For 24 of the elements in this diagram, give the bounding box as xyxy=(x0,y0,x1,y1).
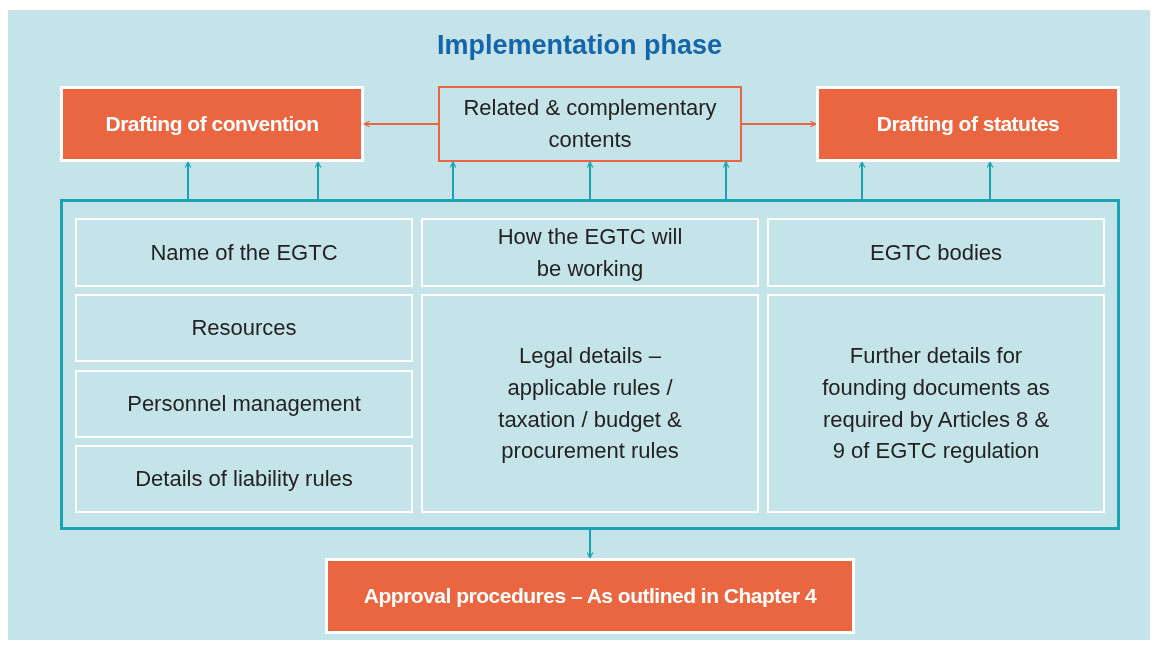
topic-box: Further details for founding documents as required by Articles 8 & 9 of EGTC regulation xyxy=(767,294,1105,513)
content-box: Related & complementary contents xyxy=(438,86,742,162)
topic-box: Personnel management xyxy=(75,370,413,438)
topic-box: Name of the EGTC xyxy=(75,218,413,287)
topic-box: How the EGTC will be working xyxy=(421,218,759,287)
arrow xyxy=(586,161,594,200)
process-box: Drafting of statutes xyxy=(816,86,1120,162)
topic-box: EGTC bodies xyxy=(767,218,1105,287)
arrow xyxy=(986,161,994,200)
arrow xyxy=(314,161,322,200)
arrow xyxy=(858,161,866,200)
group-frame xyxy=(60,199,1120,530)
arrow xyxy=(184,161,192,200)
arrow xyxy=(363,120,439,128)
topic-box: Legal details – applicable rules / taxation / budget & procurement rules xyxy=(421,294,759,513)
diagram-title: Implementation phase xyxy=(435,30,724,61)
process-box: Drafting of convention xyxy=(60,86,364,162)
arrow xyxy=(586,529,594,559)
arrow xyxy=(741,120,817,128)
topic-box: Details of liability rules xyxy=(75,445,413,513)
arrow xyxy=(722,161,730,200)
arrow xyxy=(449,161,457,200)
topic-box: Resources xyxy=(75,294,413,362)
process-box: Approval procedures – As outlined in Chapter 4 xyxy=(325,558,855,634)
